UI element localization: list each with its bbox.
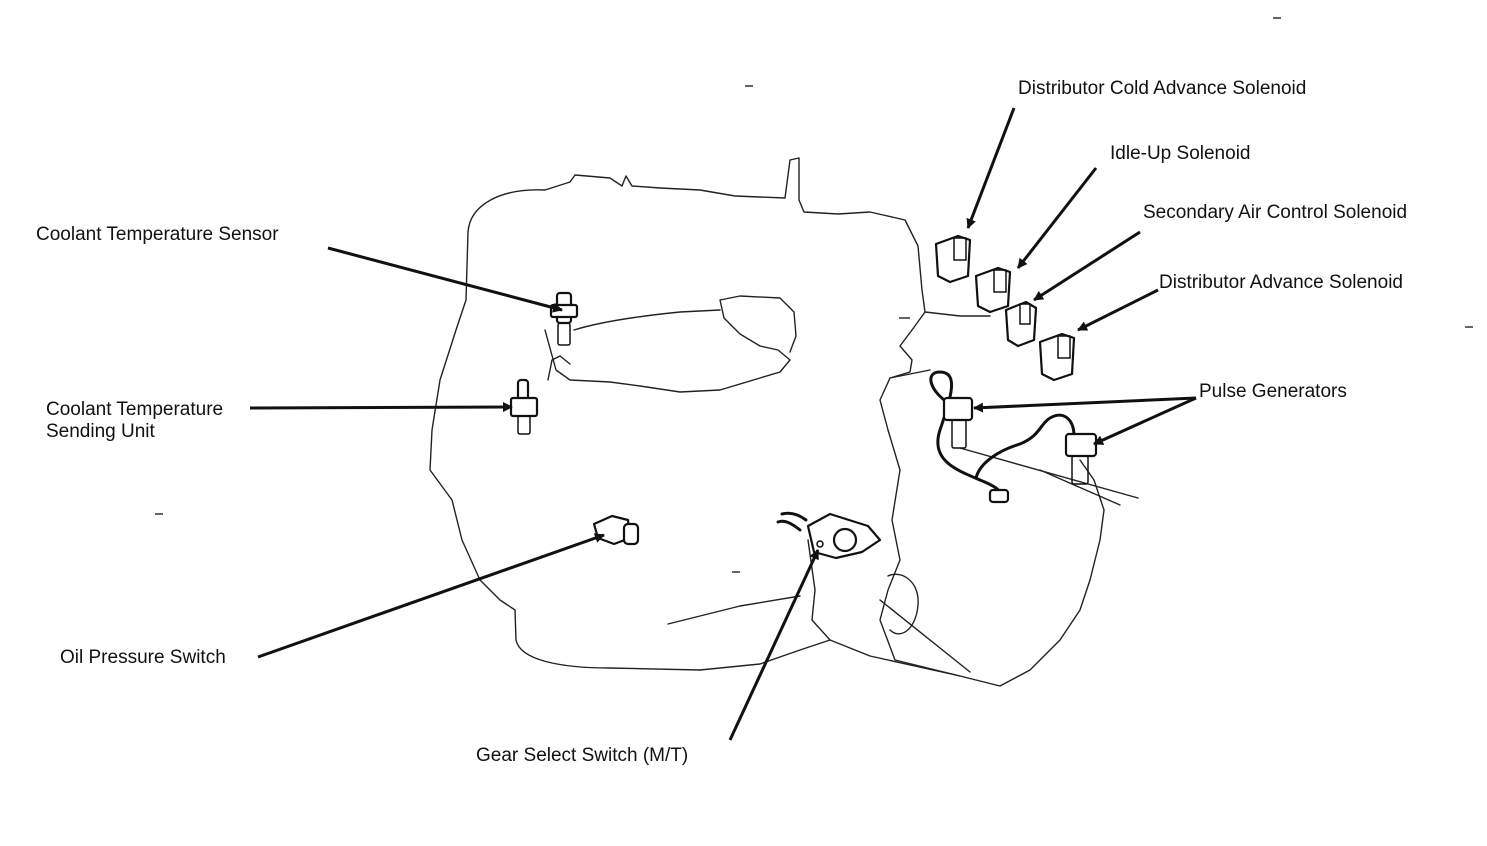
- secondary-air-control-solenoid-part: [1004, 300, 1038, 348]
- secondary-air-control-solenoid-label: Secondary Air Control Solenoid: [1143, 202, 1407, 224]
- coolant-temperature-sending-unit-line2: Sending Unit: [46, 421, 155, 442]
- pulse-generators-part: [929, 370, 1098, 504]
- idle-up-solenoid-label: Idle-Up Solenoid: [1110, 143, 1250, 165]
- stray-marks: [155, 17, 1473, 573]
- coolant-temperature-sensor-label: Coolant Temperature Sensor: [36, 224, 279, 246]
- distributor-cold-advance-solenoid-part: [934, 234, 972, 284]
- coolant-temperature-sending-unit-part: [509, 378, 539, 435]
- idle-up-solenoid-part: [974, 266, 1012, 314]
- distributor-cold-advance-solenoid-text: Distributor Cold Advance Solenoid: [1018, 78, 1307, 99]
- gear-select-switch-text: Gear Select Switch (M/T): [476, 745, 689, 766]
- oil-pressure-switch-label: Oil Pressure Switch: [60, 647, 226, 669]
- distributor-cold-advance-solenoid-label: Distributor Cold Advance Solenoid: [1018, 78, 1306, 100]
- engine-outline: [429, 157, 1139, 687]
- oil-pressure-switch-text: Oil Pressure Switch: [60, 647, 226, 668]
- pulse-generators-text: Pulse Generators: [1199, 381, 1347, 402]
- coolant-temperature-sensor-part: [549, 291, 579, 346]
- gear-select-switch-label: Gear Select Switch (M/T): [476, 745, 688, 767]
- coolant-temperature-sending-unit-label: Coolant Temperature Sending Unit: [46, 399, 223, 443]
- distributor-advance-solenoid-part: [1038, 332, 1076, 382]
- leader-lines: [249, 107, 1197, 741]
- coolant-temperature-sensor-text: Coolant Temperature Sensor: [36, 224, 279, 245]
- secondary-air-control-solenoid-text: Secondary Air Control Solenoid: [1143, 202, 1408, 223]
- pulse-generators-label: Pulse Generators: [1199, 381, 1347, 403]
- oil-pressure-switch-part: [592, 514, 640, 546]
- idle-up-solenoid-text: Idle-Up Solenoid: [1110, 143, 1251, 164]
- distributor-advance-solenoid-text: Distributor Advance Solenoid: [1159, 272, 1403, 293]
- coolant-temperature-sending-unit-line1: Coolant Temperature: [46, 399, 224, 420]
- distributor-advance-solenoid-label: Distributor Advance Solenoid: [1159, 272, 1403, 294]
- gear-select-switch-part: [776, 511, 882, 560]
